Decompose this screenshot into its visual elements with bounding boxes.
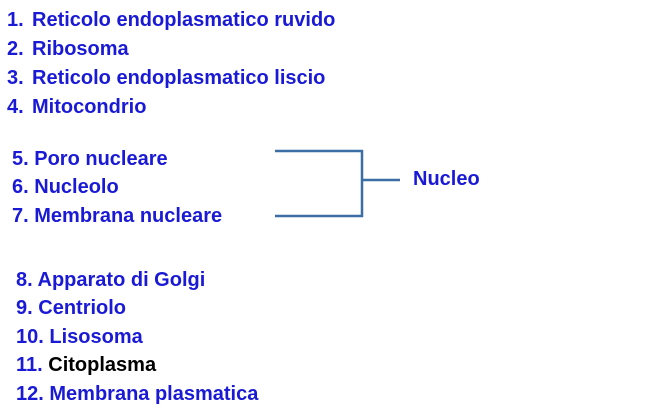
legend-item-5: 5. Poro nucleare: [12, 147, 168, 171]
legend-item-6: 6. Nucleolo: [12, 175, 119, 199]
legend-item-3: 3. Reticolo endoplasmatico liscio: [7, 66, 325, 90]
legend-text: Ribosoma: [32, 38, 129, 60]
bracket-line: [275, 149, 400, 218]
legend-number: 5.: [12, 148, 29, 170]
legend-text: Nucleolo: [34, 176, 119, 198]
legend-number: 8.: [16, 269, 33, 291]
legend-text: Membrana nucleare: [34, 205, 223, 227]
legend-number: 1.: [7, 9, 24, 31]
legend-text: Apparato di Golgi: [37, 269, 206, 291]
legend-item-8: 8. Apparato di Golgi: [16, 268, 205, 292]
legend-text: Lisosoma: [49, 326, 143, 348]
legend-item-11: 11. Citoplasma: [16, 353, 156, 377]
legend-item-10: 10. Lisosoma: [16, 325, 143, 349]
legend-item-4: 4. Mitocondrio: [7, 95, 146, 119]
legend-text: Reticolo endoplasmatico ruvido: [32, 9, 336, 31]
legend-number: 2.: [7, 38, 24, 60]
legend-number: 12.: [16, 383, 44, 405]
legend-number: 10.: [16, 326, 44, 348]
legend-text: Reticolo endoplasmatico liscio: [32, 67, 326, 89]
legend-number: 11.: [16, 354, 43, 376]
legend-text: Membrana plasmatica: [49, 383, 259, 405]
legend-item-2: 2. Ribosoma: [7, 37, 129, 61]
legend-item-12: 12. Membrana plasmatica: [16, 382, 258, 406]
legend-number: 4.: [7, 96, 24, 118]
legend-number: 3.: [7, 67, 24, 89]
legend-item-1: 1. Reticolo endoplasmatico ruvido: [7, 8, 335, 32]
legend-item-9: 9. Centriolo: [16, 296, 126, 320]
legend-item-7: 7. Membrana nucleare: [12, 204, 222, 228]
legend-number: 9.: [16, 297, 33, 319]
legend-number: 6.: [12, 176, 29, 198]
legend-text: Citoplasma: [48, 354, 157, 376]
bracket-label: Nucleo: [413, 168, 480, 190]
legend-text: Centriolo: [38, 297, 127, 319]
legend-text: Mitocondrio: [32, 96, 147, 118]
legend-text: Poro nucleare: [34, 148, 168, 170]
legend-number: 7.: [12, 205, 29, 227]
